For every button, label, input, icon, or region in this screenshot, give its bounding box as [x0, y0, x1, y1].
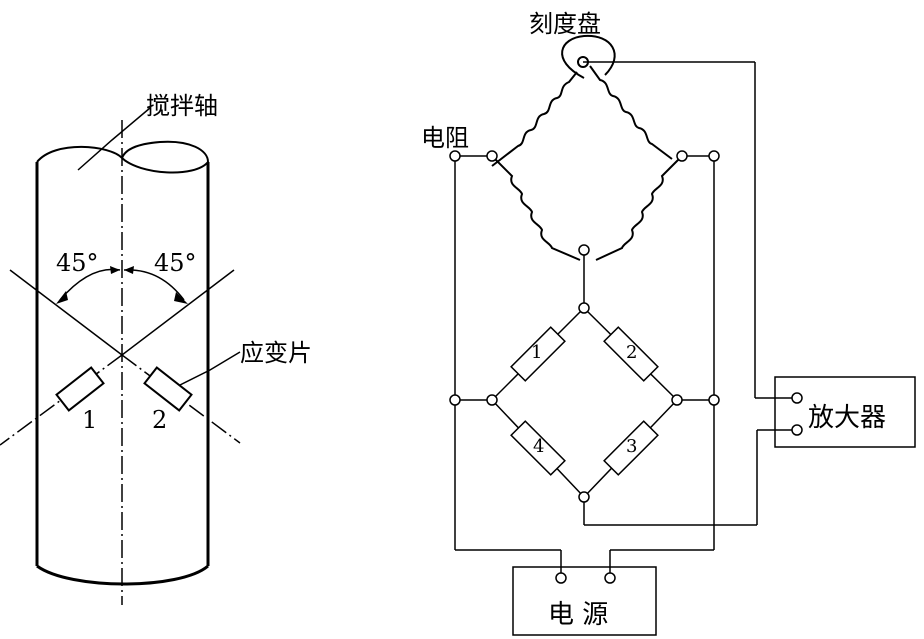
bridge-arm-resistors [510, 326, 659, 476]
slide-wire-resistor [491, 61, 755, 261]
dial-circle [561, 34, 616, 79]
strain-gauge-2 [143, 351, 241, 412]
gauge-label: 应变片 [240, 339, 312, 367]
terminal-nodes [449, 150, 803, 584]
bridge-arm-3-number: 3 [626, 436, 638, 457]
amplifier-box [774, 376, 916, 448]
power-supply-box [512, 566, 657, 636]
gauge-1-number: 1 [82, 406, 98, 434]
resistor-label: 电阻 [421, 124, 469, 152]
strain-gauge-axes [0, 266, 241, 446]
dial-label: 刻度盘 [529, 10, 601, 38]
stirring-shaft [35, 107, 210, 605]
bridge-arm-4-number: 4 [533, 436, 545, 457]
strain-gauge-1 [55, 366, 105, 412]
bridge-wiring [454, 62, 795, 578]
amplifier-label: 放大器 [808, 403, 887, 433]
power-supply-label: 电 源 [548, 600, 609, 630]
angle-right-label: 45° [154, 249, 197, 277]
shaft-label: 搅拌轴 [146, 92, 218, 120]
gauge-2-number: 2 [152, 406, 168, 434]
bridge-arm-2-number: 2 [626, 342, 638, 363]
measuring-bridge [455, 155, 714, 498]
angle-left-label: 45° [56, 249, 99, 277]
bridge-arm-1-number: 1 [531, 342, 543, 363]
